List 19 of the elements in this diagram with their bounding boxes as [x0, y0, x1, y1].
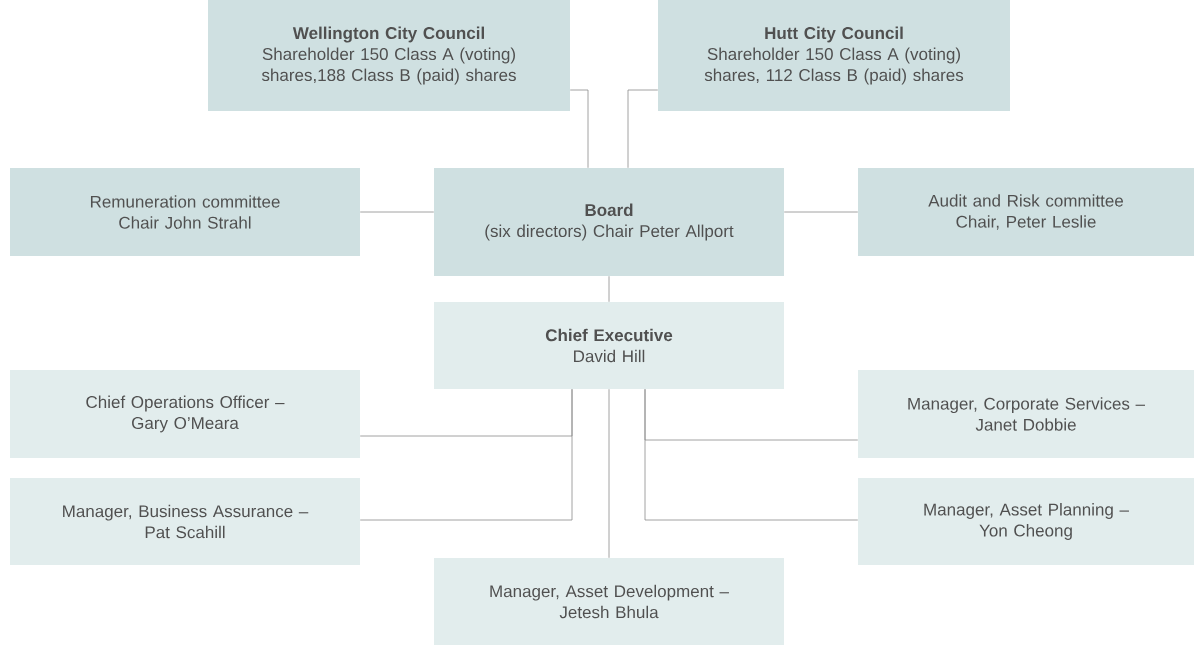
org-box: Chief Executive David Hill	[434, 302, 784, 389]
connector-line	[359, 211, 435, 213]
connector-line	[608, 388, 610, 559]
org-box: Wellington City Council Shareholder 150 Class A (voting) shares,188 Class B (paid) shares	[208, 0, 570, 111]
connector-line	[627, 89, 659, 169]
connector-line	[608, 275, 610, 303]
org-box: Chief Operations Officer – Gary O’Meara	[10, 370, 360, 458]
connector-line	[569, 89, 589, 169]
connector-line	[359, 388, 573, 521]
org-box: Remuneration committee Chair John Strahl	[10, 168, 360, 256]
org-box: Manager, Business Assurance – Pat Scahill	[10, 478, 360, 565]
connector-line	[783, 211, 859, 213]
org-box: Audit and Risk committee Chair, Peter Leslie	[858, 168, 1194, 256]
org-box: Manager, Asset Development – Jetesh Bhula	[434, 558, 784, 645]
org-box: Manager, Corporate Services – Janet Dobbie	[858, 370, 1194, 458]
org-box: Board (six directors) Chair Peter Allport	[434, 168, 784, 276]
org-box: Manager, Asset Planning – Yon Cheong	[858, 478, 1194, 565]
org-box: Hutt City Council Shareholder 150 Class A (voting) shares, 112 Class B (paid) shares	[658, 0, 1010, 111]
connector-line	[644, 388, 859, 521]
